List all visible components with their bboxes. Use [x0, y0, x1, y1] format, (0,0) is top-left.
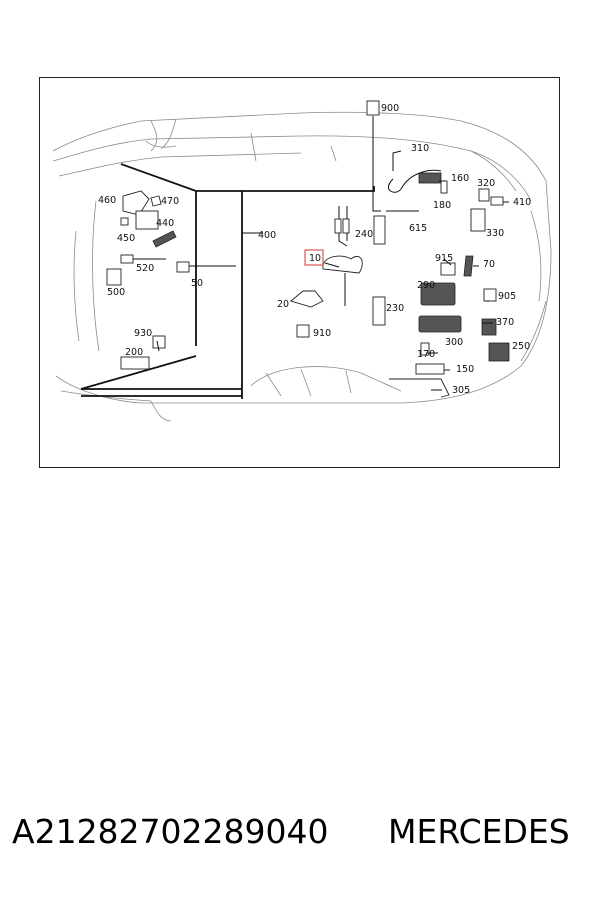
part-300-icon: [418, 315, 462, 333]
label-400: 400: [258, 230, 276, 241]
connector-icon: [334, 218, 342, 234]
part-320-icon: [478, 188, 490, 202]
label-440: 440: [156, 218, 174, 229]
label-200: 200: [125, 347, 143, 358]
parts-diagram-frame: 900 310 160 320 410 180 615 330 240 460 …: [39, 77, 560, 468]
part-50-icon: [176, 261, 190, 273]
part-290-icon: [420, 282, 456, 306]
label-290: 290: [417, 280, 435, 291]
part-200-icon: [120, 356, 150, 370]
label-300: 300: [445, 337, 463, 348]
label-500: 500: [107, 287, 125, 298]
part-150-icon: [415, 363, 445, 375]
label-930: 930: [134, 328, 152, 339]
part-180-icon: [440, 180, 448, 194]
part-910-icon: [296, 324, 310, 338]
label-905: 905: [498, 291, 516, 302]
part-number-text: A21282702289040: [12, 812, 329, 851]
car-wiring-diagram: 900 310 160 320 410 180 615 330 240 460 …: [52, 100, 552, 422]
leader-lines: [156, 150, 509, 391]
label-50: 50: [191, 278, 203, 289]
brand-text: MERCEDES: [388, 812, 570, 851]
part-520-icon: [152, 230, 177, 248]
part-915-icon: [440, 262, 456, 276]
highlight-box-10: [304, 249, 324, 266]
label-180: 180: [433, 200, 451, 211]
connector-icon: [342, 218, 350, 234]
part-330-icon: [470, 208, 486, 232]
label-170: 170: [417, 349, 435, 360]
main-wiring-harness: [80, 116, 442, 399]
label-470: 470: [161, 196, 179, 207]
label-160: 160: [451, 173, 469, 184]
part-70-icon: [463, 255, 474, 277]
part-905-icon: [483, 288, 497, 302]
part-370-icon: [481, 318, 497, 336]
label-450: 450: [117, 233, 135, 244]
part-number-labels: 900 310 160 320 410 180 615 330 240 460 …: [98, 103, 531, 396]
part-20-icon: [290, 290, 324, 308]
part-470-icon: [150, 195, 162, 207]
label-70: 70: [483, 259, 495, 270]
label-410: 410: [513, 197, 531, 208]
part-460-icon: [122, 190, 150, 216]
label-20: 20: [277, 299, 289, 310]
label-320: 320: [477, 178, 495, 189]
label-230: 230: [386, 303, 404, 314]
label-330: 330: [486, 228, 504, 239]
part-440-icon: [135, 210, 159, 230]
part-240-icon: [373, 215, 386, 245]
part-250-icon: [488, 342, 510, 362]
label-900: 900: [381, 103, 399, 114]
label-915: 915: [435, 253, 453, 264]
label-305: 305: [452, 385, 470, 396]
label-310: 310: [411, 143, 429, 154]
parts: [106, 100, 510, 398]
car-body-outline: [52, 111, 552, 422]
label-910: 910: [313, 328, 331, 339]
label-10: 10: [309, 253, 321, 264]
part-230-icon: [372, 296, 386, 326]
part-500-icon: [106, 268, 122, 286]
label-240: 240: [355, 229, 373, 240]
part-305-icon: [389, 378, 450, 398]
part-160-icon: [418, 172, 442, 184]
part-410-icon: [490, 196, 504, 206]
part-900-icon: [366, 100, 380, 116]
part-520-plug-icon: [120, 254, 134, 264]
label-460: 460: [98, 195, 116, 206]
part-170-icon: [420, 342, 430, 356]
part-10-icon: [322, 255, 363, 274]
label-615: 615: [409, 223, 427, 234]
label-370: 370: [496, 317, 514, 328]
part-450-icon: [120, 217, 129, 226]
label-250: 250: [512, 341, 530, 352]
part-930-icon: [152, 335, 166, 349]
label-150: 150: [456, 364, 474, 375]
label-520: 520: [136, 263, 154, 274]
